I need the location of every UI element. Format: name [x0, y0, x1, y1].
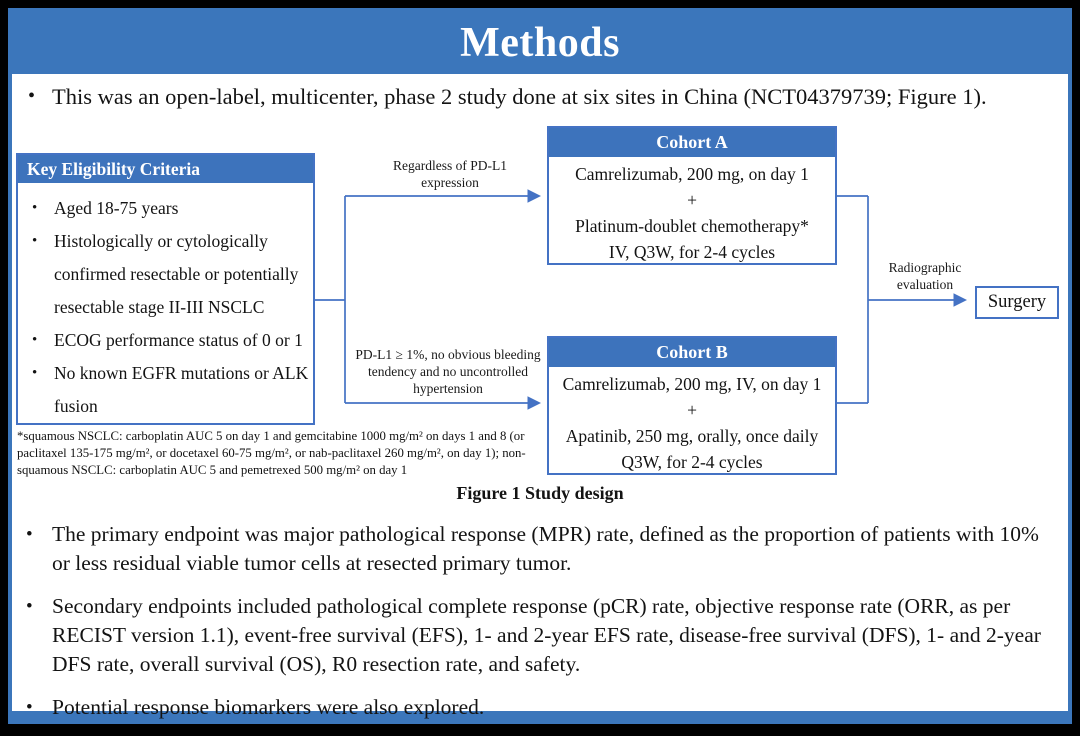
bullet-icon: • [26, 697, 33, 718]
bullet-text: Secondary endpoints included pathologica… [52, 594, 1041, 676]
eligibility-box-title: Key Eligibility Criteria [18, 155, 313, 183]
cohort-a-title: Cohort A [549, 128, 835, 157]
page-title: Methods [460, 20, 620, 66]
cohort-a-box: Cohort A Camrelizumab, 200 mg, on day 1 … [547, 126, 837, 265]
cohort-a-line: Camrelizumab, 200 mg, on day 1 [575, 164, 809, 184]
chemotherapy-footnote: *squamous NSCLC: carboplatin AUC 5 on da… [17, 429, 526, 477]
eligibility-item-text: Aged 18-75 years [54, 198, 179, 218]
bullet-biomarkers: • Potential response biomarkers were als… [22, 693, 1060, 722]
intro-bullet-text: This was an open-label, multicenter, pha… [52, 84, 987, 109]
slide: Methods • This was an open-label, multic… [8, 8, 1072, 724]
cohort-b-line: + [687, 400, 697, 420]
bullet-icon: • [32, 332, 38, 348]
eligibility-item: • ECOG performance status of 0 or 1 [18, 324, 313, 357]
bullet-icon: • [32, 200, 38, 216]
endpoint-bullets: • The primary endpoint was major patholo… [22, 520, 1060, 736]
figure-caption: Figure 1 Study design [456, 483, 624, 503]
eligibility-item-text: Histologically or cytologically confirme… [54, 231, 299, 317]
bullet-icon: • [32, 365, 38, 381]
branch-top-label: Regardless of PD-L1 expression [393, 158, 507, 190]
bullet-text: The primary endpoint was major pathologi… [52, 522, 1039, 575]
slide-content: Methods • This was an open-label, multic… [12, 12, 1068, 719]
eligibility-list: • Aged 18-75 years • Histologically or c… [18, 192, 313, 423]
cohort-a-body: Camrelizumab, 200 mg, on day 1 + Platinu… [549, 157, 835, 265]
branch-bottom-label: PD-L1 ≥ 1%, no obvious bleeding tendency… [355, 347, 541, 396]
eligibility-item: • Histologically or cytologically confir… [18, 225, 313, 324]
bullet-icon: • [28, 85, 36, 107]
eligibility-item-text: ECOG performance status of 0 or 1 [54, 330, 303, 350]
bullet-text: Potential response biomarkers were also … [52, 695, 485, 719]
surgery-label: Surgery [987, 292, 1047, 312]
bullet-primary-endpoint: • The primary endpoint was major patholo… [22, 520, 1060, 578]
cohort-b-line: Q3W, for 2-4 cycles [621, 452, 763, 472]
cohort-a-line: IV, Q3W, for 2-4 cycles [608, 242, 776, 262]
eligibility-box: Key Eligibility Criteria • Aged 18-75 ye… [16, 153, 315, 425]
cohort-a-line: Platinum-doublet chemotherapy* [575, 216, 809, 236]
cohort-b-line: Camrelizumab, 200 mg, IV, on day 1 [562, 374, 822, 394]
eligibility-item: • No known EGFR mutations or ALK fusion [18, 357, 313, 423]
bullet-secondary-endpoints: • Secondary endpoints included pathologi… [22, 592, 1060, 679]
surgery-box: Surgery [975, 286, 1059, 319]
radiographic-evaluation-label: Radiographic evaluation [888, 260, 962, 292]
bullet-icon: • [26, 524, 33, 545]
eligibility-item: • Aged 18-75 years [18, 192, 313, 225]
eligibility-item-text: No known EGFR mutations or ALK fusion [54, 363, 309, 416]
cohort-b-body: Camrelizumab, 200 mg, IV, on day 1 + Apa… [549, 367, 835, 475]
cohort-b-line: Apatinib, 250 mg, orally, once daily [565, 426, 819, 446]
cohort-b-box: Cohort B Camrelizumab, 200 mg, IV, on da… [547, 336, 837, 475]
cohort-a-line: + [687, 190, 697, 210]
bullet-icon: • [26, 596, 33, 617]
intro-bullet: • This was an open-label, multicenter, p… [22, 82, 1080, 112]
title-bar: Methods [12, 12, 1068, 74]
bullet-icon: • [32, 233, 38, 249]
cohort-b-title: Cohort B [549, 338, 835, 367]
